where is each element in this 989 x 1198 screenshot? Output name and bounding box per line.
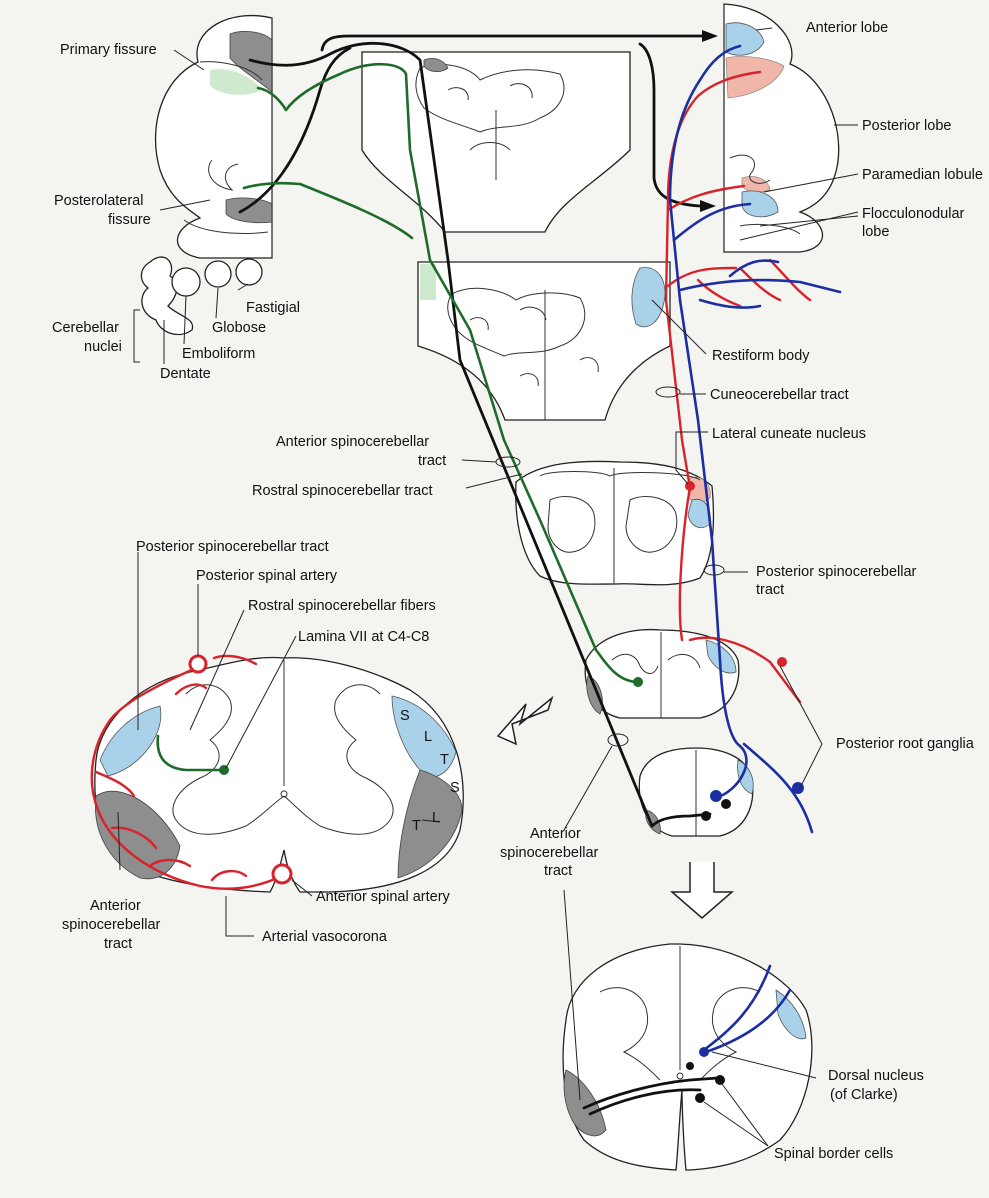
label-anterior-spinocerebellar-mid-line2: spinocerebellar — [500, 845, 599, 861]
label-posterior-spinocerebellar-right-line2: tract — [756, 582, 784, 598]
cerebellum-right-half — [723, 3, 840, 253]
label-dorsal-nucleus-line1: Dorsal nucleus — [828, 1068, 924, 1084]
pathway-lines — [238, 30, 842, 1116]
anterior-spinal-artery-marker — [271, 863, 293, 885]
top-crossing-arrow-line — [320, 34, 716, 52]
label-spinal-border-cells: Spinal border cells — [774, 1146, 893, 1162]
label-posterolateral-fissure-line2: fissure — [108, 212, 151, 228]
label-fastigial: Fastigial — [246, 300, 300, 316]
cerebellar-nuclei — [140, 256, 263, 336]
upper-medulla-section — [361, 51, 631, 233]
label-paramedian-lobule: Paramedian lobule — [862, 167, 983, 183]
label-flocculonodular-line1: Flocculonodular — [862, 206, 965, 222]
label-cerebellar-nuclei-line1: Cerebellar — [52, 320, 119, 336]
label-posterior-lobe: Posterior lobe — [862, 118, 951, 134]
emboliform-nucleus-shape — [171, 267, 201, 297]
rostral-spinocerebellar-path — [256, 62, 640, 684]
label-posterior-root-ganglia: Posterior root ganglia — [836, 736, 975, 752]
lamination-upper-l: L — [424, 729, 432, 745]
dentate-nucleus-shape — [140, 256, 194, 336]
arrow-to-bottom-section — [669, 862, 735, 919]
mid-medulla-section — [417, 261, 671, 421]
arrow-to-enlarged-section — [496, 695, 554, 746]
thoracic-section-bottom — [562, 943, 813, 1171]
cervical-cord-section — [584, 628, 740, 719]
label-cuneocerebellar-tract: Cuneocerebellar tract — [710, 387, 849, 403]
fastigial-nucleus-shape — [235, 258, 263, 286]
enlarged-cervical-section — [90, 654, 464, 893]
label-posterior-spinocerebellar-right-line1: Posterior spinocerebellar — [756, 564, 917, 580]
label-restiform-body: Restiform body — [712, 348, 810, 364]
label-cerebellar-nuclei-line2: nuclei — [84, 339, 122, 355]
labels: Primary fissure Posterolateral fissure A… — [52, 20, 983, 1162]
label-anterior-spinocerebellar-left-line2: spinocerebellar — [62, 917, 161, 933]
label-anterior-spinal-artery: Anterior spinal artery — [316, 889, 451, 905]
label-dorsal-nucleus-line2: (of Clarke) — [830, 1087, 898, 1103]
lamination-upper-s: S — [400, 708, 410, 724]
label-anterior-spinocerebellar-mid-line1: Anterior — [530, 826, 581, 842]
label-anterior-spinocerebellar-left-line1: Anterior — [90, 898, 141, 914]
globose-nucleus-shape — [204, 260, 232, 288]
label-emboliform: Emboliform — [182, 346, 255, 362]
label-flocculonodular-line2: lobe — [862, 224, 889, 240]
transition-arrows — [496, 695, 735, 919]
label-posterior-spinal-artery: Posterior spinal artery — [196, 568, 338, 584]
posterior-spinocerebellar-path — [668, 44, 748, 800]
cerebellum-left-half — [154, 14, 273, 259]
label-anterior-spinocerebellar-top-line1: Anterior spinocerebellar — [276, 434, 429, 450]
label-lamina-vii: Lamina VII at C4-C8 — [298, 629, 429, 645]
cuneocerebellar-path — [664, 70, 762, 490]
lamination-lower-l: L — [432, 810, 440, 826]
label-primary-fissure: Primary fissure — [60, 42, 157, 58]
label-rostral-spinocerebellar-tract: Rostral spinocerebellar tract — [252, 483, 433, 499]
anterior-spinocerebellar-path — [248, 41, 654, 828]
lamination-upper-t: T — [440, 752, 449, 768]
label-posterior-spinocerebellar-left: Posterior spinocerebellar tract — [136, 539, 329, 555]
label-anterior-spinocerebellar-left-line3: tract — [104, 936, 132, 952]
lamination-lower-t: T — [412, 818, 421, 834]
label-posterolateral-fissure-line1: Posterolateral — [54, 193, 143, 209]
label-lateral-cuneate-nucleus: Lateral cuneate nucleus — [712, 426, 866, 442]
label-anterior-spinocerebellar-mid-line3: tract — [544, 863, 572, 879]
label-rostral-spinocerebellar-fibers: Rostral spinocerebellar fibers — [248, 598, 436, 614]
label-anterior-lobe: Anterior lobe — [806, 20, 888, 36]
lamination-lower-s: S — [450, 780, 460, 796]
posterior-spinal-artery-marker — [188, 654, 208, 674]
label-dentate: Dentate — [160, 366, 211, 382]
label-anterior-spinocerebellar-top-line2: tract — [418, 453, 446, 469]
label-arterial-vasocorona: Arterial vasocorona — [262, 929, 388, 945]
label-globose: Globose — [212, 320, 266, 336]
leader-lines — [117, 27, 859, 1147]
